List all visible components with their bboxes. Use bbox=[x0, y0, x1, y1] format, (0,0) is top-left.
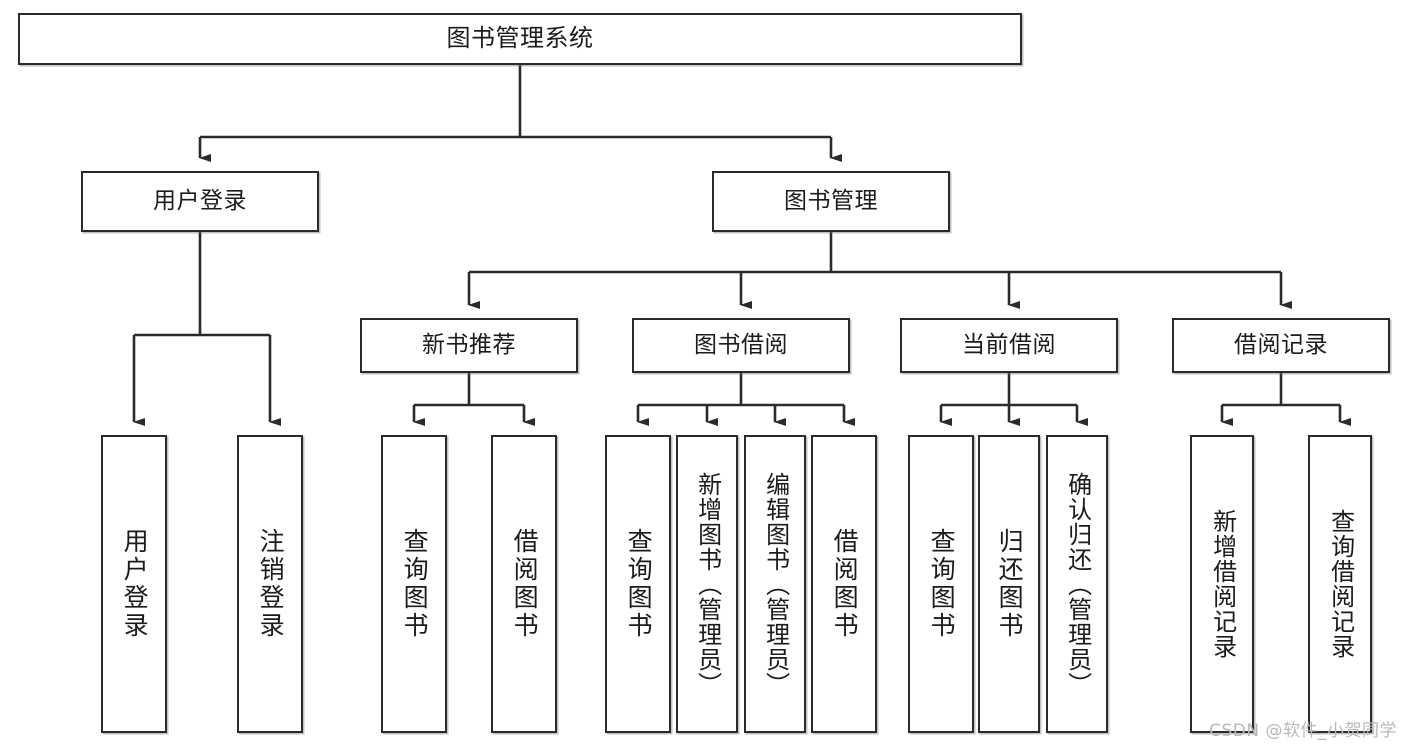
node-current-borrow[interactable]: 当前借阅 bbox=[900, 318, 1118, 373]
node-label: 图书借阅 bbox=[694, 332, 788, 359]
leaf-user-logout[interactable]: 注销登录 bbox=[237, 435, 303, 733]
node-label: 新书推荐 bbox=[422, 332, 516, 359]
leaf-edit-book-admin[interactable]: 编辑图书（管理员） bbox=[744, 435, 806, 733]
leaf-return-book[interactable]: 归还图书 bbox=[978, 435, 1040, 733]
leaf-add-borrow-record[interactable]: 新增借阅记录 bbox=[1190, 435, 1254, 733]
node-label: 编辑图书（管理员） bbox=[761, 471, 790, 697]
node-user-login[interactable]: 用户登录 bbox=[81, 171, 319, 232]
node-label: 新增图书（管理员） bbox=[693, 471, 722, 697]
node-borrow-record[interactable]: 借阅记录 bbox=[1172, 318, 1390, 373]
leaf-confirm-return-admin[interactable]: 确认归还（管理员） bbox=[1046, 435, 1108, 733]
leaf-query-borrow-record[interactable]: 查询借阅记录 bbox=[1308, 435, 1372, 733]
node-label: 借阅记录 bbox=[1234, 332, 1328, 359]
node-label: 新增借阅记录 bbox=[1208, 509, 1237, 659]
node-label: 借阅图书 bbox=[830, 528, 860, 640]
node-label: 用户登录 bbox=[153, 188, 247, 215]
node-label: 借阅图书 bbox=[510, 528, 540, 640]
node-label: 用户登录 bbox=[120, 528, 150, 640]
node-label: 归还图书 bbox=[995, 528, 1025, 640]
leaf-user-login[interactable]: 用户登录 bbox=[101, 435, 167, 733]
node-label: 查询借阅记录 bbox=[1326, 509, 1355, 659]
csdn-watermark: CSDN @软件_小贺同学 bbox=[1209, 721, 1397, 741]
leaf-borrow-book-1[interactable]: 借阅图书 bbox=[491, 435, 557, 733]
node-label: 图书管理 bbox=[784, 188, 878, 215]
leaf-query-book-3[interactable]: 查询图书 bbox=[908, 435, 974, 733]
node-label: 当前借阅 bbox=[962, 332, 1056, 359]
node-book-manage[interactable]: 图书管理 bbox=[712, 171, 950, 232]
node-label: 查询图书 bbox=[927, 528, 957, 640]
node-label: 查询图书 bbox=[400, 528, 430, 640]
node-label: 确认归还（管理员） bbox=[1063, 471, 1092, 697]
node-root-book-management-system[interactable]: 图书管理系统 bbox=[18, 13, 1022, 65]
leaf-add-book-admin[interactable]: 新增图书（管理员） bbox=[676, 435, 738, 733]
node-label: 注销登录 bbox=[256, 528, 286, 640]
leaf-query-book-1[interactable]: 查询图书 bbox=[381, 435, 447, 733]
node-label: 图书管理系统 bbox=[446, 24, 594, 53]
leaf-query-book-2[interactable]: 查询图书 bbox=[605, 435, 671, 733]
node-label: 查询图书 bbox=[624, 528, 654, 640]
node-book-borrow[interactable]: 图书借阅 bbox=[632, 318, 850, 373]
node-new-book-recommend[interactable]: 新书推荐 bbox=[360, 318, 578, 373]
leaf-borrow-book-2[interactable]: 借阅图书 bbox=[811, 435, 877, 733]
